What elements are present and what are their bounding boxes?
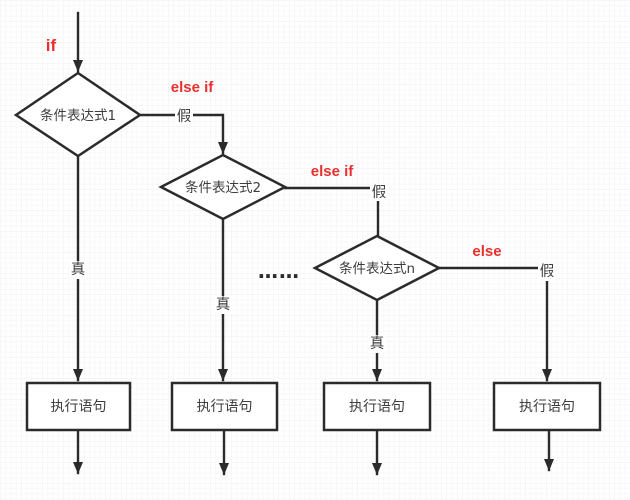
keyword-if: if [46,36,57,55]
process-node-3: 执行语句 [322,381,432,432]
false-label-1-bg [175,108,193,125]
process-node-2: 执行语句 [170,381,279,432]
edge-decision-3-false-to-process-4 [437,266,552,382]
process-node-1: 执行语句 [25,381,132,432]
false-label-2: 假 [370,184,388,201]
edge-decision-2-false-to-decision-3 [283,186,380,238]
false-label-3-bg [538,264,556,281]
true-label-1-bg [69,261,87,279]
true-label-3-text: 真 [370,334,385,352]
true-label-2-bg [214,296,232,314]
process-4-rect [492,381,602,432]
process-node-4: 执行语句 [492,381,602,432]
false-label-2-bg [370,184,388,201]
keyword-else: else [472,243,501,260]
false-label-1: 假 [175,108,193,125]
false-label-3: 假 [538,263,556,281]
true-label-3: 真 [368,334,386,353]
false-label-3-text: 假 [540,263,555,280]
false-label-2-text: 假 [372,184,387,201]
true-label-1: 真 [69,260,87,279]
process-3-rect [322,381,432,432]
ellipsis-dots: …… [258,259,300,283]
decision-1-diamond [13,71,143,158]
decision-2-diamond [158,153,288,221]
decision-3-label: 条件表达式n [339,260,415,277]
edge-decision-1-false-to-decision-2 [138,113,228,155]
true-label-2-text: 真 [216,295,231,313]
decision-1-label: 条件表达式1 [40,107,116,124]
process-2-label: 执行语句 [197,399,253,415]
true-label-2: 真 [214,295,232,314]
true-label-1-text: 真 [71,260,86,278]
decision-3-diamond [312,234,442,302]
process-1-label: 执行语句 [51,399,107,415]
decision-node-1: 条件表达式1 [13,71,143,158]
process-2-rect [170,381,279,432]
keyword-else-if-2: else if [311,163,355,180]
keyword-else-if-1: else if [171,79,215,96]
process-4-label: 执行语句 [519,399,575,415]
process-1-rect [25,381,132,432]
decision-node-3: 条件表达式n [312,234,442,302]
decision-node-2: 条件表达式2 [158,153,288,221]
decision-2-label: 条件表达式2 [185,179,261,196]
false-label-1-text: 假 [177,108,192,125]
true-label-3-bg [368,335,386,353]
process-3-label: 执行语句 [349,399,405,415]
